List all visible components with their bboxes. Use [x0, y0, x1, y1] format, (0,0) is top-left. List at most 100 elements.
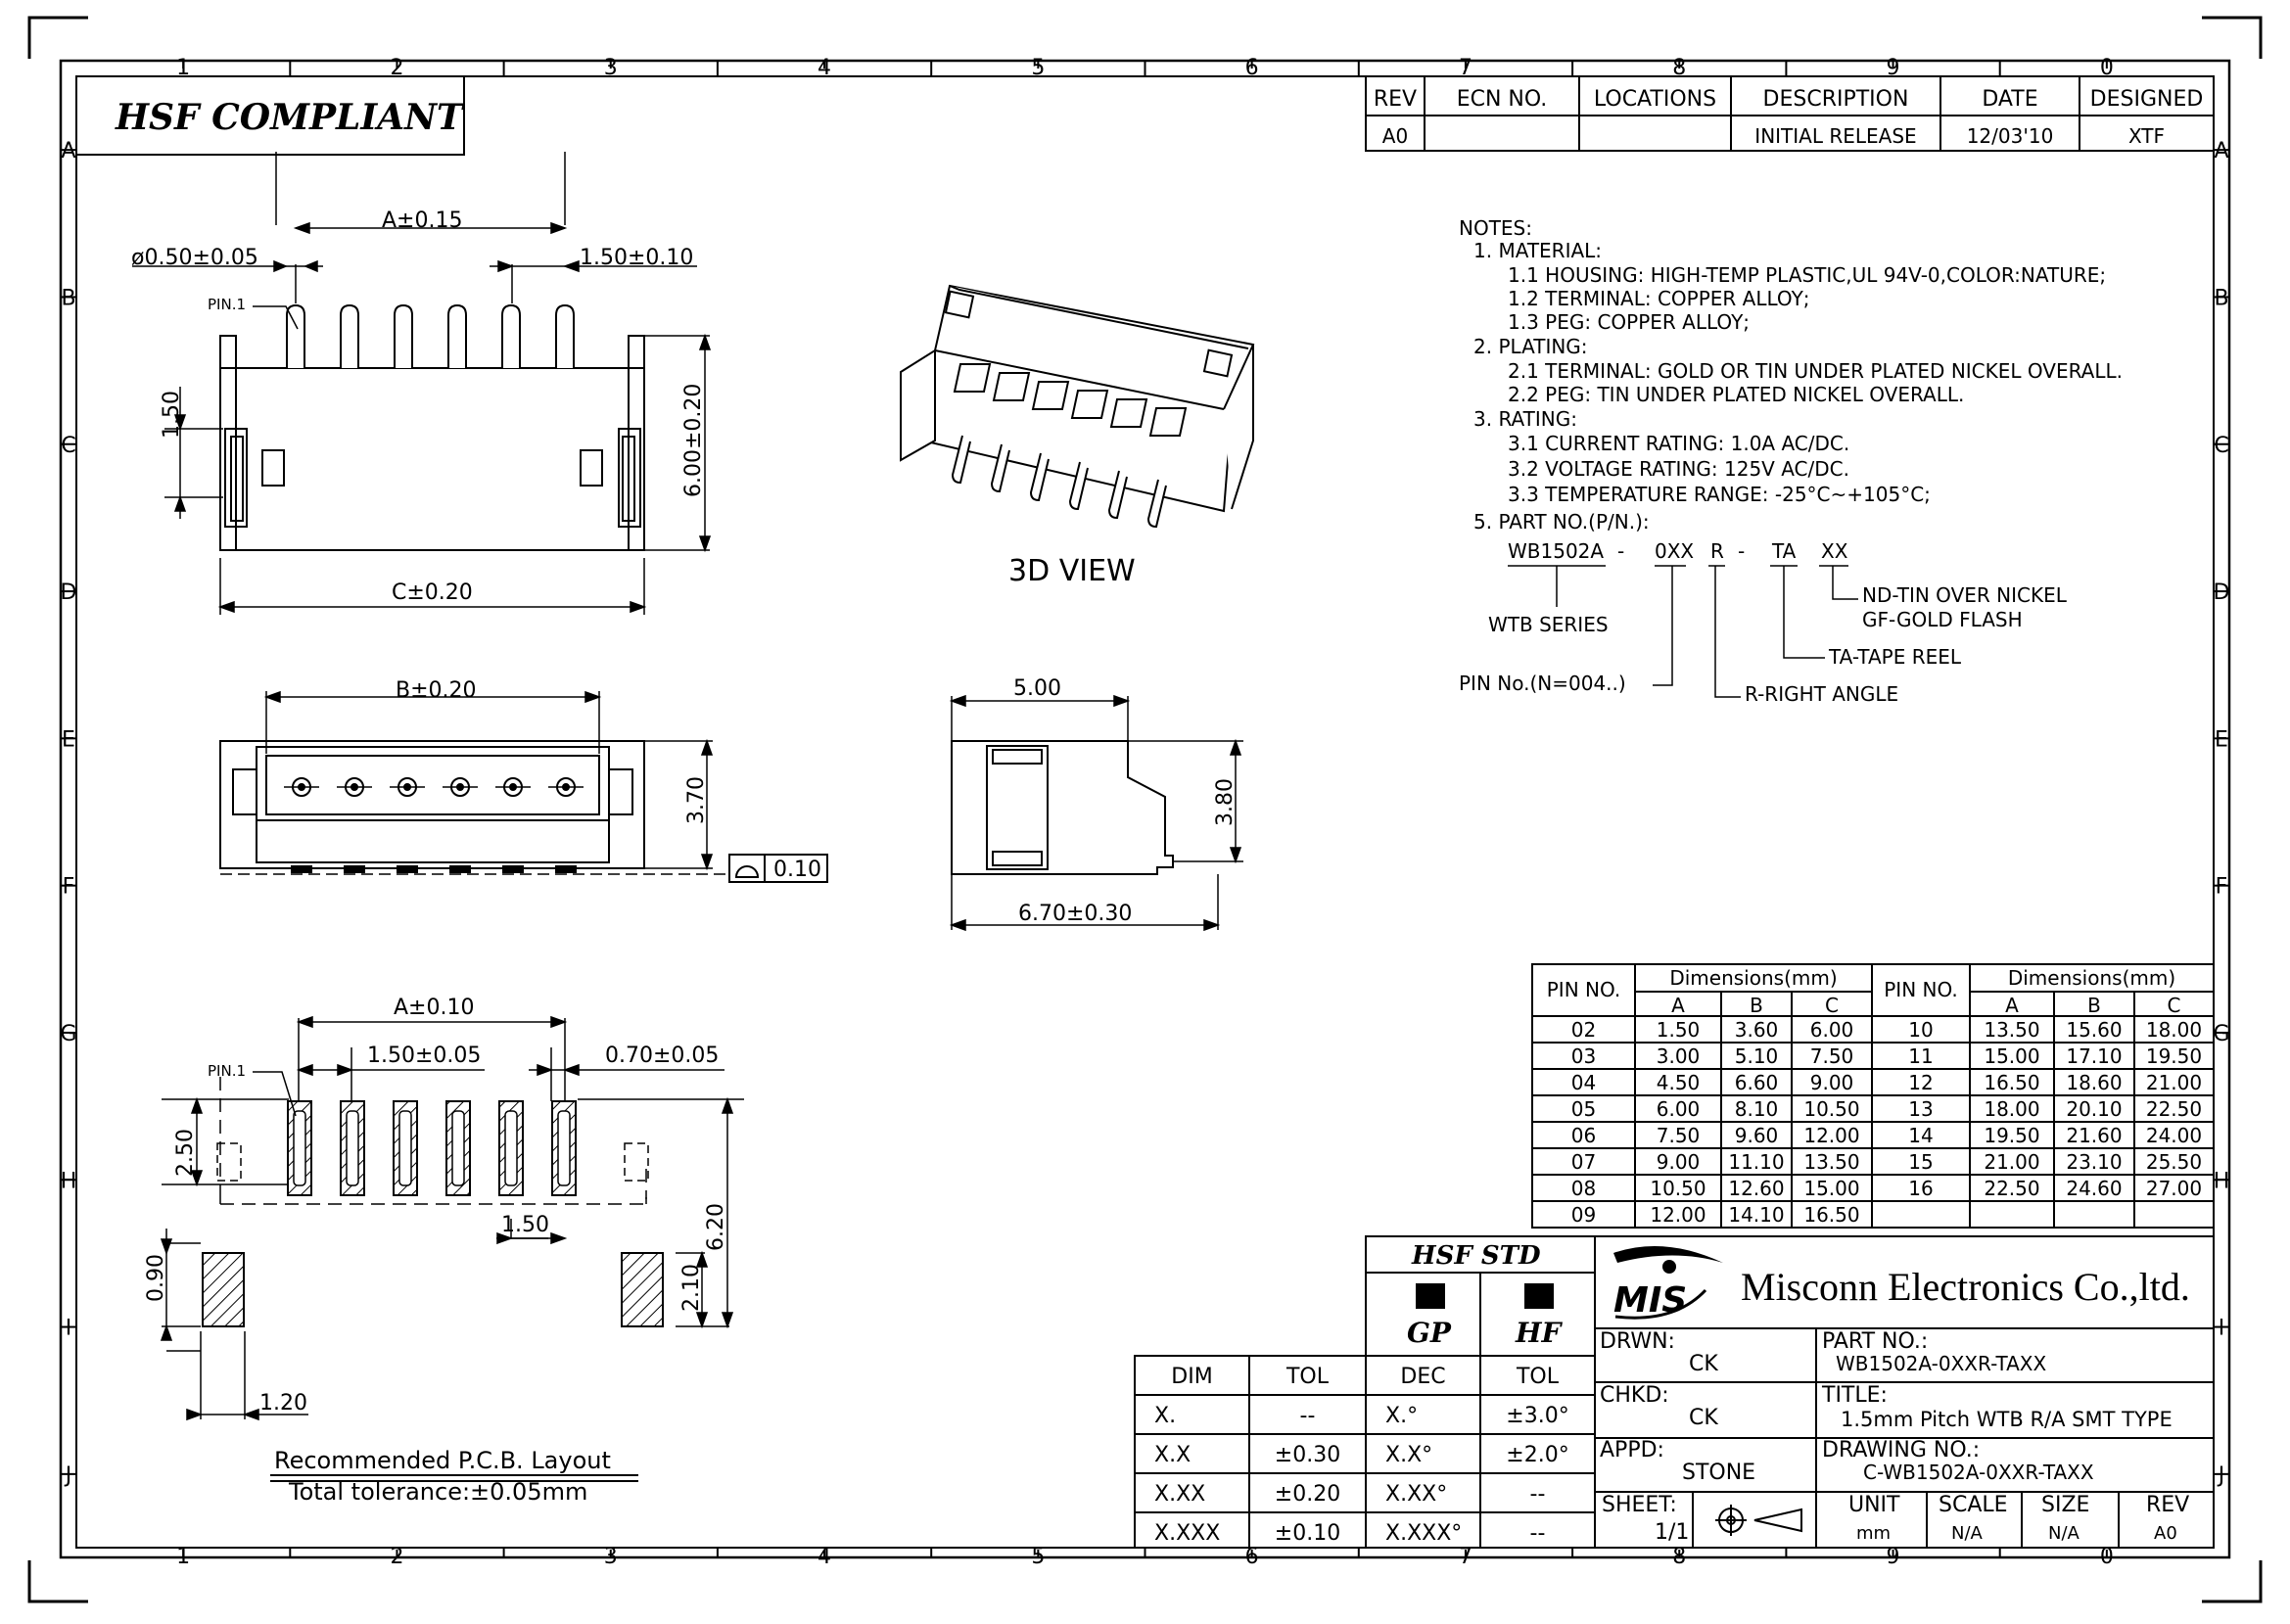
- pn-code-plating: XX: [1821, 539, 1848, 563]
- notes: NOTES:1. MATERIAL:1.1 HOUSING: HIGH-TEMP…: [1459, 216, 2123, 534]
- zone-row-right: D: [2214, 580, 2230, 605]
- dimtable-col-header: C: [2168, 994, 2181, 1017]
- iso-pin: [951, 435, 971, 485]
- pcb-title-underlines: [270, 1474, 638, 1482]
- company-name: Misconn Electronics Co.,ltd.: [1741, 1265, 2190, 1309]
- pin1-label-top: PIN.1: [208, 296, 246, 313]
- dimtable-cell: 13.50: [1803, 1150, 1859, 1174]
- zone-row-right: H: [2214, 1169, 2230, 1193]
- pn-tape-reel: TA-TAPE REEL: [1828, 645, 1962, 669]
- note-line: NOTES:: [1459, 216, 1532, 240]
- scale-value: N/A: [1951, 1523, 1984, 1544]
- iso-slot: [1109, 398, 1148, 428]
- front-pin-foot: [555, 865, 577, 873]
- iso-slot: [992, 372, 1031, 401]
- dimtable-cell: 6.60: [1735, 1071, 1779, 1094]
- part-no-value: WB1502A-0XXR-TAXX: [1836, 1352, 2046, 1375]
- top-view: [164, 152, 710, 615]
- title-block-text: Misconn Electronics Co.,ltd. DRWN: CK CH…: [1600, 1265, 2190, 1545]
- sheet-value: 1/1: [1655, 1520, 1689, 1545]
- toltable-cell: ±0.20: [1275, 1482, 1340, 1507]
- dimtable-col-header: B: [2087, 994, 2101, 1017]
- dim-150-pcb: 1.50: [501, 1213, 549, 1237]
- toltable-cell: X.XXX: [1154, 1521, 1220, 1546]
- flatness-callout: [728, 854, 828, 883]
- iso-pin: [1146, 479, 1167, 529]
- dimtable-cell: 4.50: [1657, 1071, 1701, 1094]
- dimtable-col-header: B: [1750, 994, 1763, 1017]
- pn-right-angle: R-RIGHT ANGLE: [1745, 682, 1898, 706]
- zone-col-bottom: 9: [1887, 1545, 1900, 1569]
- note-line: 1. MATERIAL:: [1473, 239, 1602, 262]
- dimtable-cell: 16.50: [1803, 1203, 1859, 1227]
- zone-col-bottom: 6: [1245, 1545, 1259, 1569]
- dimtable-col-header: A: [2005, 994, 2019, 1017]
- dimtable-cell: 6.00: [1657, 1097, 1701, 1121]
- zone-col-top: 6: [1245, 56, 1259, 80]
- toltable-cell: X.°: [1385, 1404, 1418, 1428]
- dimtable-cell: 21.00: [1984, 1150, 2039, 1174]
- note-line: 3.1 CURRENT RATING: 1.0A AC/DC.: [1508, 432, 1849, 455]
- note-line: 1.2 TERMINAL: COPPER ALLOY;: [1508, 287, 1810, 310]
- zone-row-right: I: [2219, 1317, 2225, 1341]
- pn-code-dash1: -: [1617, 539, 1624, 563]
- dim-b-020: B±0.20: [396, 678, 477, 703]
- dim-670: 6.70±0.30: [1018, 902, 1132, 926]
- dimtable-col-header: A: [1671, 994, 1685, 1017]
- note-line: 2.2 PEG: TIN UNDER PLATED NICKEL OVERALL…: [1508, 383, 1964, 406]
- crop-marks: [27, 16, 2263, 1603]
- dim-a-010: A±0.10: [394, 996, 474, 1020]
- dim-380: 3.80: [1213, 778, 1238, 826]
- dimtable-cell: 12.00: [1803, 1124, 1859, 1147]
- pcb-dim-labels: A±0.10 1.50±0.05 0.70±0.05 PIN.1 2.50 1.…: [144, 996, 728, 1506]
- size-label: SIZE: [2041, 1493, 2089, 1517]
- pn-leader-lines: [1508, 565, 1858, 698]
- dimtable-cell: 02: [1571, 1018, 1596, 1042]
- dimtable-cell: 20.10: [2066, 1097, 2122, 1121]
- top-pin: [501, 303, 521, 368]
- dimtable-cell: 25.50: [2146, 1150, 2202, 1174]
- note-line: 5. PART NO.(P/N.):: [1473, 510, 1650, 534]
- toltable-cell: --: [1530, 1521, 1546, 1546]
- dimtable-cell: 27.00: [2146, 1177, 2202, 1200]
- front-pin-foot: [291, 865, 312, 873]
- toltable-cell: X.X: [1154, 1443, 1191, 1467]
- front-view-dims: [263, 690, 714, 871]
- pcb-pad-window: [346, 1110, 359, 1186]
- zone-col-top: 0: [2100, 56, 2114, 80]
- zone-row-right: J: [2217, 1463, 2225, 1488]
- dimtable-cell: 05: [1571, 1097, 1596, 1121]
- dimtable-cell: 10: [1908, 1018, 1933, 1042]
- dimtable-cell: 10.50: [1803, 1097, 1859, 1121]
- dimtable-cell: 18.00: [2146, 1018, 2202, 1042]
- zone-row-left: F: [63, 875, 75, 900]
- top-pin: [286, 303, 305, 368]
- dimtable-cell: 6.00: [1810, 1018, 1854, 1042]
- pn-code-base: WB1502A: [1508, 539, 1604, 563]
- dim-pad-width: 0.70±0.05: [605, 1044, 719, 1068]
- dim-120: 1.20: [259, 1391, 307, 1415]
- dimtable-cell: 16: [1908, 1177, 1933, 1200]
- zone-col-top: 8: [1672, 56, 1686, 80]
- zone-row-left: H: [61, 1169, 77, 1193]
- zone-row-left: A: [61, 139, 75, 163]
- toltable-cell: ±2.0°: [1506, 1443, 1568, 1467]
- dimtable-cell: 15: [1908, 1150, 1933, 1174]
- front-pin-foot: [449, 865, 471, 873]
- zone-col-bottom: 2: [390, 1545, 403, 1569]
- dimtable-cell: 3.00: [1657, 1044, 1701, 1068]
- zone-row-left: J: [64, 1463, 72, 1488]
- note-line: 2. PLATING:: [1473, 335, 1588, 358]
- toltable-cell: ±0.30: [1275, 1443, 1340, 1467]
- company-logo: MIS: [1613, 1245, 1723, 1321]
- iso-pin: [1068, 461, 1089, 511]
- drwn-value: CK: [1689, 1352, 1718, 1376]
- dim-620: 6.20: [704, 1203, 728, 1251]
- pn-code-angle: R: [1710, 539, 1724, 563]
- dimtable-cell: 18.60: [2066, 1071, 2122, 1094]
- dimtable-dim-header: Dimensions(mm): [2008, 966, 2175, 990]
- pn-series: WTB SERIES: [1488, 613, 1609, 636]
- title-label: TITLE:: [1821, 1383, 1888, 1408]
